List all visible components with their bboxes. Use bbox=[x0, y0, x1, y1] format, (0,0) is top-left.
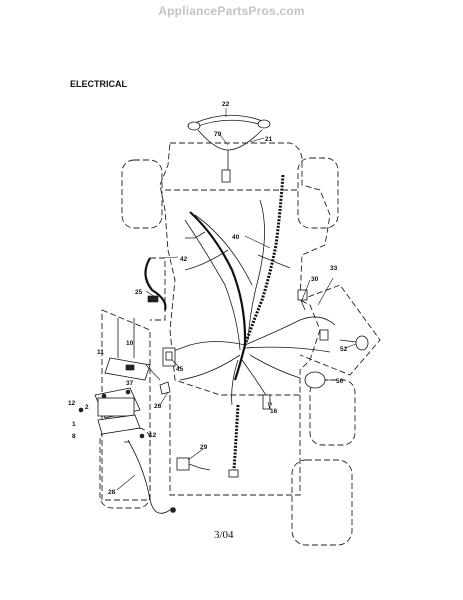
callout-26: 26 bbox=[154, 403, 162, 410]
callout-29: 29 bbox=[200, 444, 208, 451]
callout-33: 33 bbox=[330, 265, 338, 272]
callout-11: 11 bbox=[97, 349, 104, 356]
callout-22: 22 bbox=[222, 101, 230, 108]
section-title: ELECTRICAL bbox=[70, 79, 127, 89]
callout-12-left: 12 bbox=[68, 400, 76, 407]
headlight-assembly bbox=[187, 114, 271, 183]
callout-52: 52 bbox=[340, 346, 348, 353]
callout-21: 21 bbox=[265, 136, 273, 143]
callout-28: 28 bbox=[108, 489, 116, 496]
page-footer: 3/04 bbox=[214, 529, 234, 541]
callout-2: 2 bbox=[85, 404, 89, 411]
ground-lead bbox=[144, 257, 167, 311]
callout-30: 30 bbox=[311, 276, 319, 283]
components bbox=[159, 289, 369, 471]
callout-8: 8 bbox=[72, 433, 76, 440]
battery-assembly bbox=[78, 318, 176, 514]
leader-lines bbox=[116, 108, 357, 491]
callout-37: 37 bbox=[126, 380, 134, 387]
callout-16: 16 bbox=[270, 408, 278, 415]
callout-45: 45 bbox=[176, 366, 184, 373]
callout-25: 25 bbox=[135, 289, 143, 296]
callout-12-right: 12 bbox=[149, 432, 157, 439]
callout-1: 1 bbox=[72, 421, 76, 428]
callout-42: 42 bbox=[180, 256, 188, 263]
callout-10: 10 bbox=[126, 340, 134, 347]
callout-50: 50 bbox=[336, 378, 344, 385]
watermark: AppliancePartsPros.com bbox=[158, 4, 305, 18]
callout-40: 40 bbox=[232, 234, 240, 241]
callouts: 22 79 21 40 42 30 33 25 10 11 37 2 12 1 … bbox=[68, 101, 348, 496]
callout-79: 79 bbox=[214, 131, 222, 138]
main-harness bbox=[164, 174, 336, 478]
